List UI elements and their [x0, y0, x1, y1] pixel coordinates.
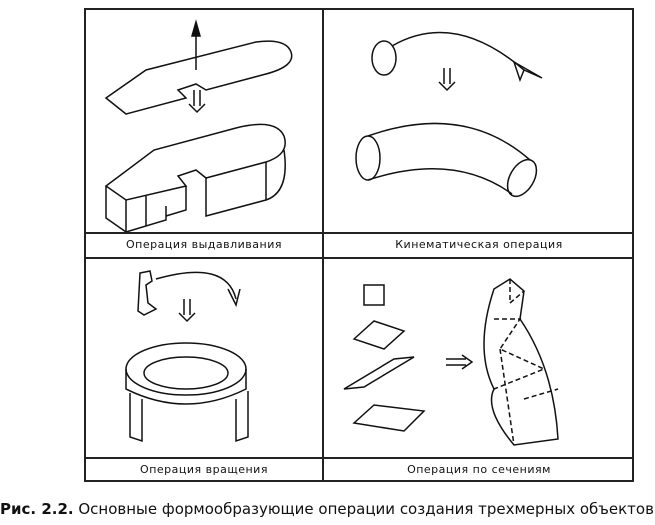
kinematic-illustration	[324, 10, 634, 234]
divider-horizontal	[86, 257, 632, 259]
extrusion-illustration	[86, 10, 322, 234]
panel-label-revolution: Операция вращения	[86, 457, 322, 482]
loft-illustration	[324, 259, 634, 459]
figure-caption: Рис. 2.2. Основные формообразующие опера…	[0, 500, 655, 518]
figure-number: Рис. 2.2.	[0, 500, 74, 518]
figure-caption-text: Основные формообразующие операции создан…	[78, 500, 654, 518]
panel-label-extrusion: Операция выдавливания	[86, 232, 322, 257]
divider-vertical	[322, 10, 324, 480]
panel-label-loft: Операция по сечениям	[324, 457, 634, 482]
figure-frame: Операция выдавливания Кинематическая опе…	[84, 8, 634, 482]
panel-label-kinematic: Кинематическая операция	[324, 232, 634, 257]
revolution-illustration	[86, 259, 322, 459]
